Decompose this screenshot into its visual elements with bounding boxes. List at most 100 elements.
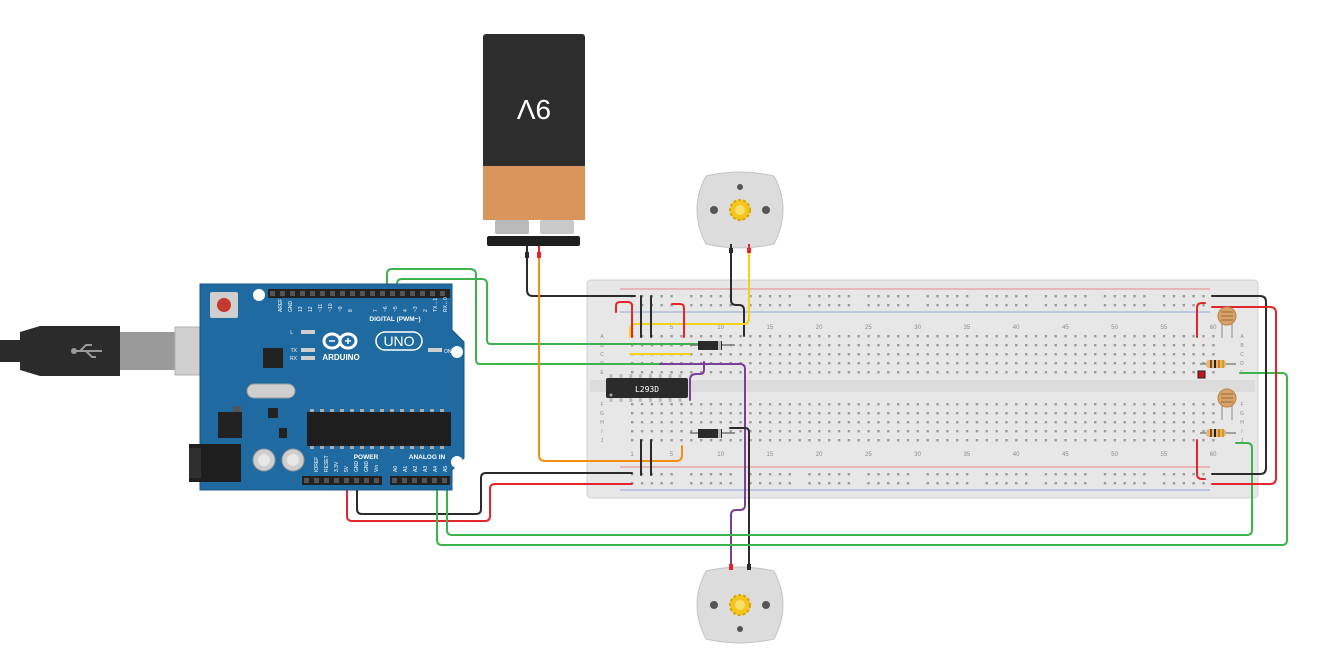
row-letter-left: F bbox=[600, 402, 603, 408]
row-letter-left: J bbox=[601, 438, 604, 444]
wire-red-5v bbox=[346, 479, 633, 522]
power-pin-label: GND bbox=[364, 461, 370, 473]
power-pin-label: IOREF bbox=[314, 457, 320, 472]
pin-label: 4 bbox=[403, 309, 409, 312]
row-letter-left: H bbox=[600, 420, 604, 426]
diode-bottom[interactable] bbox=[690, 429, 735, 438]
column-number-top: 5 bbox=[670, 325, 674, 331]
analog-pin-label: A1 bbox=[403, 466, 409, 472]
column-number-top: 35 bbox=[964, 325, 971, 331]
wires[interactable] bbox=[346, 249, 1288, 571]
digital-label: DIGITAL (PWM~) bbox=[369, 316, 420, 323]
resistor-bottom[interactable] bbox=[1200, 429, 1236, 437]
diode-top[interactable] bbox=[690, 341, 735, 350]
pin-label: ~3 bbox=[413, 306, 419, 312]
wire-orange-battery bbox=[538, 254, 683, 462]
arduino-model: UNO bbox=[383, 333, 414, 349]
dc-motor-top[interactable] bbox=[696, 171, 784, 253]
arduino-brand: ARDUINO bbox=[322, 353, 359, 362]
on-label: ON bbox=[444, 349, 452, 355]
column-number-top: 30 bbox=[914, 325, 921, 331]
wire-yellow-motor-top bbox=[629, 249, 750, 338]
row-letter-left: I bbox=[601, 429, 602, 435]
wire-red-right-short-top bbox=[1196, 302, 1206, 338]
column-number-bottom: 25 bbox=[865, 452, 872, 458]
analog-pin-label: A2 bbox=[413, 466, 419, 472]
battery-9v[interactable]: 9V bbox=[483, 34, 585, 258]
column-number-bottom: 30 bbox=[914, 452, 921, 458]
battery-label: 9V bbox=[517, 94, 552, 125]
column-number-top: 25 bbox=[865, 325, 872, 331]
chip-label: L293D bbox=[635, 385, 659, 394]
column-number-bottom: 50 bbox=[1111, 452, 1118, 458]
usb-icon bbox=[71, 344, 102, 358]
power-pin-label: RESET bbox=[324, 455, 330, 472]
column-number-bottom: 35 bbox=[964, 452, 971, 458]
column-number-top: 15 bbox=[767, 325, 774, 331]
power-pin-label: 5V bbox=[344, 465, 350, 472]
wire-green-a5 bbox=[446, 442, 1253, 536]
gear-icon bbox=[729, 594, 751, 616]
column-number-top: 20 bbox=[816, 325, 823, 331]
row-letter-right: I bbox=[1241, 429, 1242, 435]
wire-black-motor-top bbox=[730, 249, 745, 337]
pin-label: ~11 bbox=[318, 304, 324, 312]
pin-label: TX→1 bbox=[433, 298, 439, 312]
column-number-bottom: 1 bbox=[630, 452, 634, 458]
wire-black-battery bbox=[526, 254, 636, 297]
wire-purple-1 bbox=[659, 363, 746, 571]
row-letter-left: A bbox=[600, 334, 604, 340]
pin-label: ~9 bbox=[338, 306, 344, 312]
power-pin-label: 3.3V bbox=[334, 461, 340, 472]
column-number-bottom: 60 bbox=[1210, 452, 1217, 458]
pin-label: 13 bbox=[298, 306, 304, 312]
column-number-top: 10 bbox=[717, 325, 724, 331]
column-number-top: 55 bbox=[1161, 325, 1168, 331]
row-letter-right: B bbox=[1240, 343, 1244, 349]
row-letter-left: G bbox=[600, 411, 604, 417]
breadboard-column-numbers: 1155101015152020252530303535404045455050… bbox=[630, 325, 1217, 458]
breadboard-holes bbox=[631, 295, 1215, 485]
wire-green-d5 bbox=[396, 278, 701, 345]
pin-label: 7 bbox=[373, 309, 379, 312]
led-label-tx: TX bbox=[291, 348, 298, 354]
row-letter-right: J bbox=[1241, 438, 1244, 444]
row-letter-right: D bbox=[1240, 361, 1244, 367]
column-number-bottom: 5 bbox=[670, 452, 674, 458]
analog-pin-label: A0 bbox=[393, 466, 399, 472]
column-number-bottom: 45 bbox=[1062, 452, 1069, 458]
column-number-top: 50 bbox=[1111, 325, 1118, 331]
photoresistor-bottom[interactable] bbox=[1217, 388, 1237, 420]
column-number-bottom: 55 bbox=[1161, 452, 1168, 458]
row-letter-right: C bbox=[1240, 352, 1244, 358]
resistor-top[interactable] bbox=[1197, 360, 1236, 379]
column-number-top: 60 bbox=[1210, 325, 1217, 331]
row-letter-left: E bbox=[600, 370, 604, 376]
breadboard[interactable]: 1155101015152020252530303535404045455050… bbox=[586, 279, 1259, 499]
analog-pin-label: A5 bbox=[443, 466, 449, 472]
row-letter-right: H bbox=[1240, 420, 1244, 426]
row-letter-right: A bbox=[1240, 334, 1244, 340]
led-label-l: L bbox=[290, 330, 293, 336]
column-number-bottom: 10 bbox=[717, 452, 724, 458]
power-pin-label: GND bbox=[354, 461, 360, 473]
pin-label: 2 bbox=[423, 309, 429, 312]
wire-green-d6 bbox=[386, 268, 701, 365]
pin-label: RX←0 bbox=[443, 297, 449, 312]
wire-red-right bbox=[1211, 306, 1277, 485]
l293d-chip[interactable]: L293D bbox=[606, 374, 688, 402]
column-number-bottom: 40 bbox=[1013, 452, 1020, 458]
pin-label: AREF bbox=[278, 299, 284, 312]
dc-motor-bottom[interactable] bbox=[696, 564, 784, 644]
row-letter-left: C bbox=[600, 352, 604, 358]
wire-red-right-short-bottom bbox=[1196, 439, 1206, 480]
row-letter-left: B bbox=[600, 343, 604, 349]
row-letter-right: F bbox=[1240, 402, 1243, 408]
arduino-uno[interactable]: UNO ARDUINO DIGITAL (PWM~) POWER ANALOG … bbox=[189, 283, 465, 491]
photoresistor-top[interactable] bbox=[1217, 306, 1237, 338]
wire-black-right bbox=[1211, 295, 1267, 475]
pin-label: ~5 bbox=[393, 306, 399, 312]
